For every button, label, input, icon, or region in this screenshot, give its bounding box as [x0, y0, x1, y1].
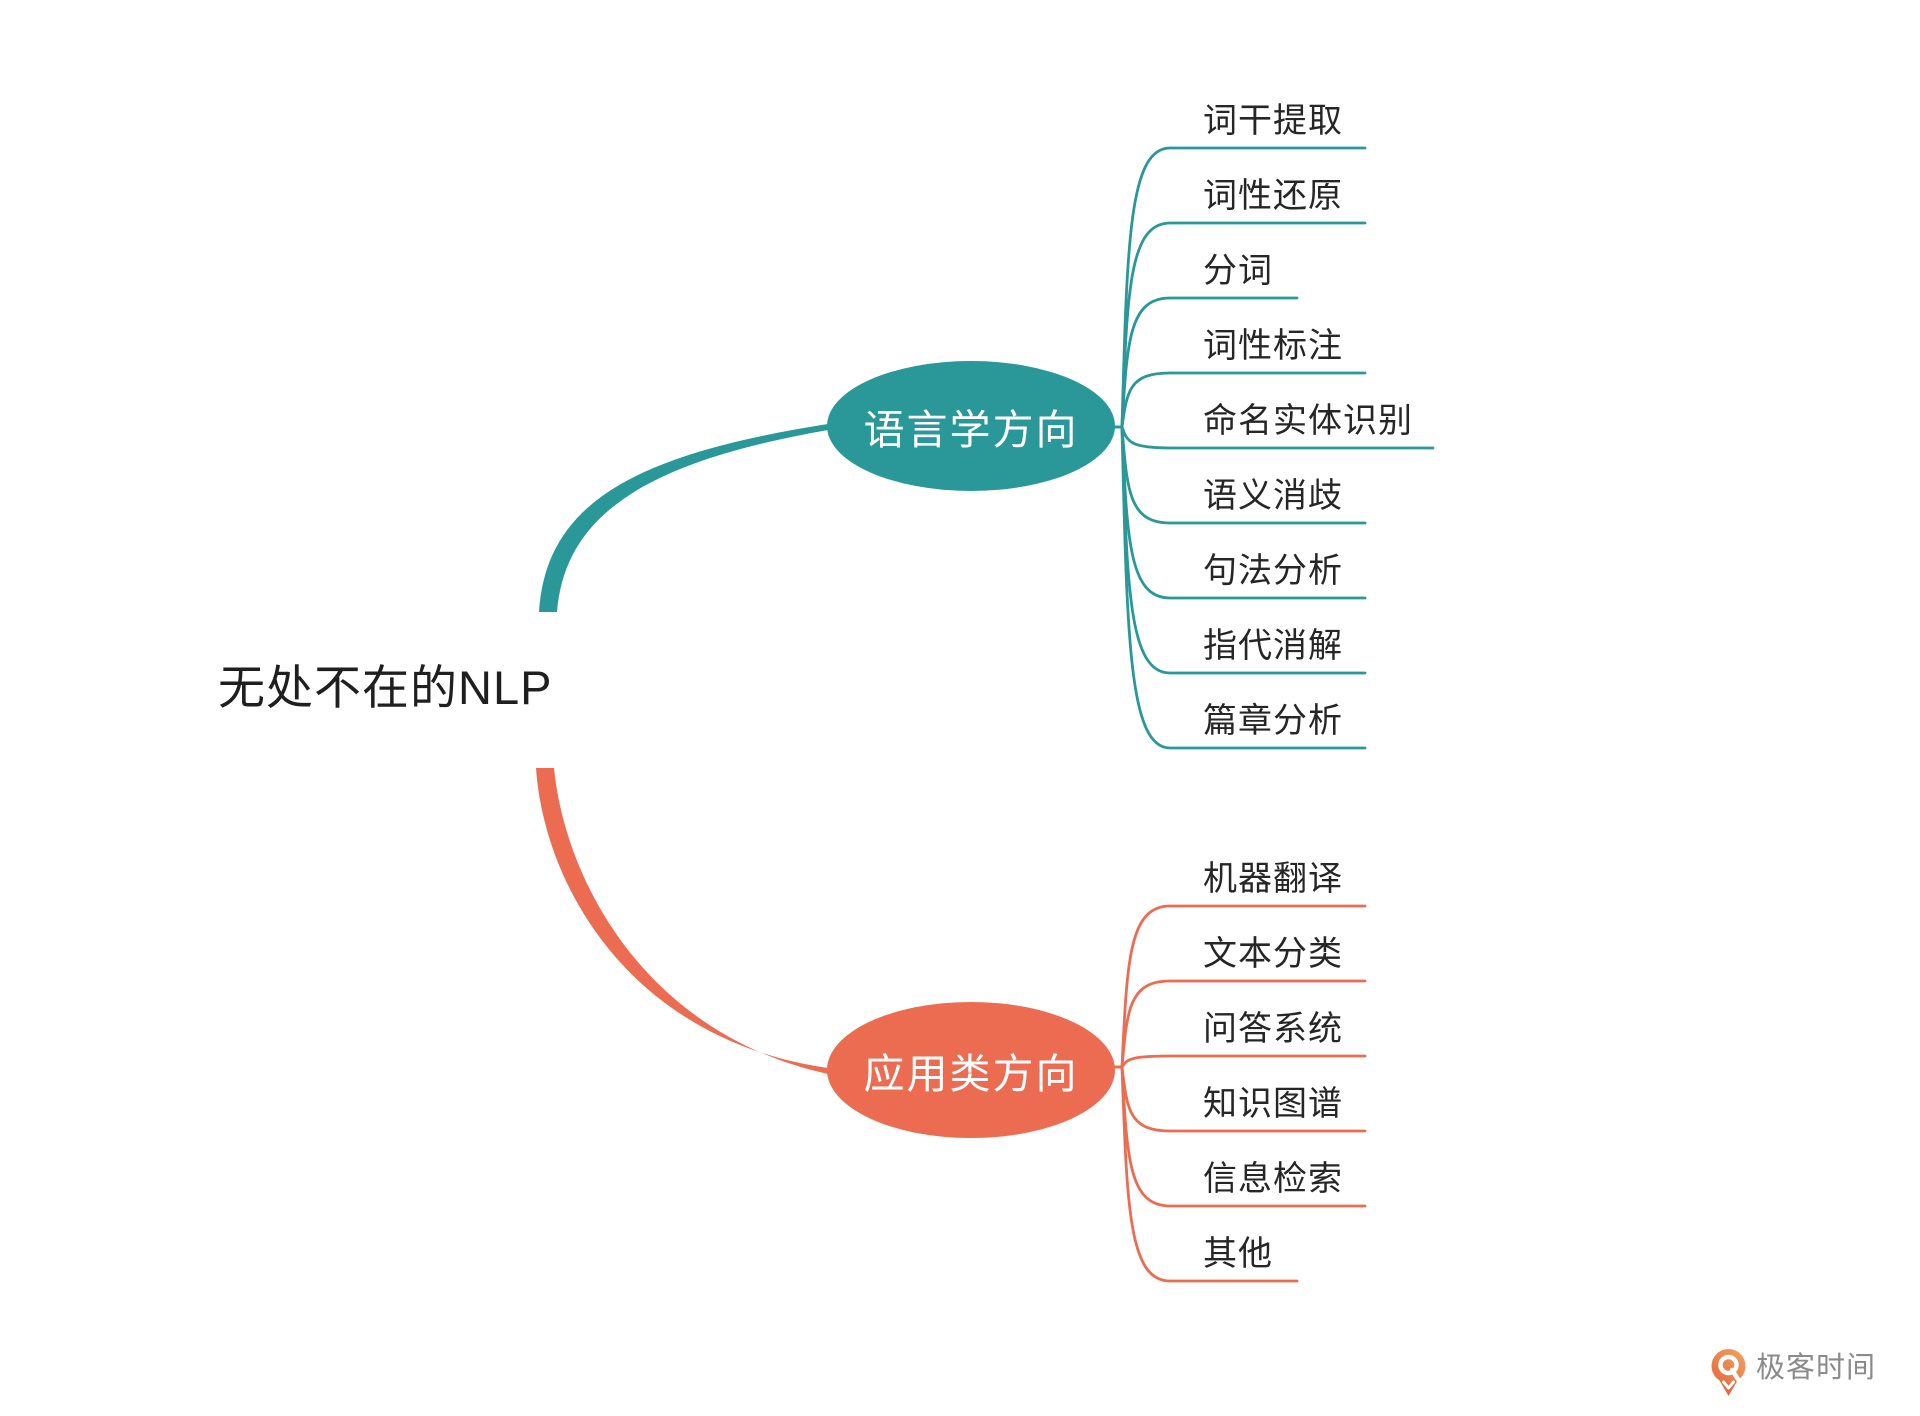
child-node[interactable]: 语义消歧 [1203, 477, 1343, 515]
root-branch-curve [536, 768, 828, 1074]
child-node[interactable]: 机器翻译 [1203, 860, 1343, 898]
branch-node[interactable]: 语言学方向 [827, 361, 1115, 491]
child-node[interactable]: 知识图谱 [1203, 1085, 1343, 1123]
child-node[interactable]: 文本分类 [1203, 935, 1343, 973]
child-connector-curve [1120, 221, 1367, 429]
geektime-logo-icon [1711, 1349, 1746, 1396]
root-branch-curve [539, 424, 828, 612]
branch-node-label: 应用类方向 [863, 1051, 1079, 1097]
child-node[interactable]: 分词 [1203, 252, 1273, 290]
child-connector-curve [1120, 979, 1367, 1069]
child-node[interactable]: 问答系统 [1203, 1010, 1343, 1048]
child-connector-curve [1120, 296, 1299, 429]
child-node[interactable]: 指代消解 [1203, 627, 1343, 665]
child-connector-curve [1120, 425, 1367, 750]
child-connector-curve [1120, 904, 1367, 1069]
child-node[interactable]: 句法分析 [1203, 552, 1343, 590]
child-node[interactable]: 篇章分析 [1203, 702, 1343, 740]
child-connector-curve [1120, 371, 1367, 429]
child-node[interactable]: 其他 [1203, 1235, 1273, 1273]
branch-node[interactable]: 应用类方向 [827, 1002, 1115, 1138]
child-node[interactable]: 词干提取 [1203, 102, 1343, 140]
child-node[interactable]: 信息检索 [1203, 1160, 1343, 1198]
child-node[interactable]: 词性标注 [1203, 327, 1343, 365]
child-connector-curve [1120, 1054, 1367, 1069]
child-connector-curve [1120, 1065, 1299, 1283]
branch-node-label: 语言学方向 [863, 407, 1079, 453]
child-node[interactable]: 命名实体识别 [1203, 402, 1413, 440]
geektime-logo-text: 极客时间 [1756, 1352, 1877, 1384]
child-node[interactable]: 词性还原 [1203, 177, 1343, 215]
root-node[interactable]: 无处不在的NLP [218, 661, 553, 714]
branch-connectors [536, 146, 1435, 1283]
